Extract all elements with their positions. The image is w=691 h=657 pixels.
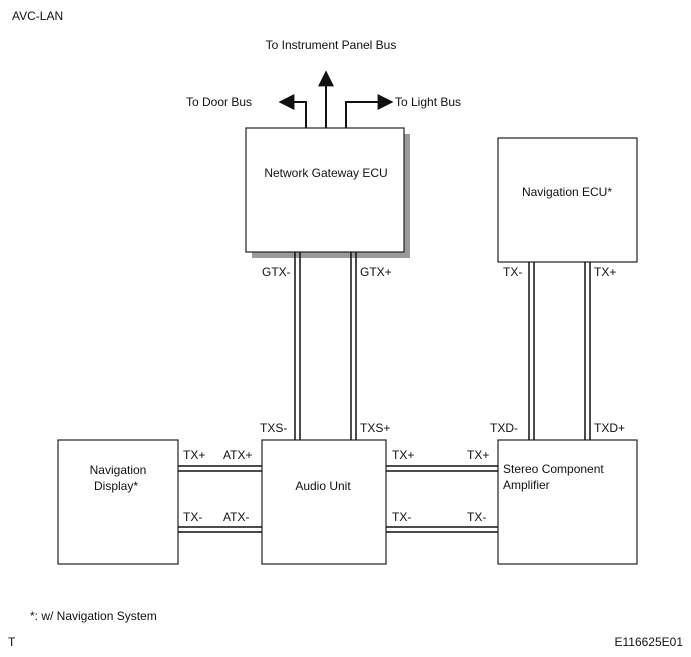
navigation-display-label-2: Display*: [94, 479, 138, 493]
terminal-txd-minus: TXD-: [490, 421, 518, 435]
audio-unit-label: Audio Unit: [295, 479, 351, 493]
terminal-nav-tx-plus: TX+: [594, 265, 616, 279]
navigation-ecu-label: Navigation ECU*: [522, 185, 612, 199]
amplifier-label-1: Stereo Component: [503, 462, 604, 476]
light-bus-label: To Light Bus: [395, 95, 461, 109]
wire-disp-tx-plus-atx-plus: [178, 465, 262, 472]
diagram-title: AVC-LAN: [12, 9, 63, 23]
amplifier-label-2: Amplifier: [503, 478, 550, 492]
wires: [178, 252, 591, 533]
terminal-nav-tx-minus: TX-: [503, 265, 522, 279]
figure-id: E116625E01: [614, 635, 683, 649]
navigation-display: [57, 439, 179, 565]
door-bus-arrow: [278, 94, 307, 128]
terminal-amp-tx-plus: TX+: [467, 448, 489, 462]
navigation-ecu: [497, 137, 638, 263]
terminal-amp-tx-minus: TX-: [467, 510, 486, 524]
wire-disp-tx-minus-atx-minus: [178, 526, 262, 533]
wire-audio-tx-plus-amp-tx-plus: [386, 465, 498, 472]
terminal-gtx-minus: GTX-: [262, 265, 291, 279]
terminal-audio-tx-plus: TX+: [392, 448, 414, 462]
wire-audio-tx-minus-amp-tx-minus: [386, 526, 498, 533]
door-bus-label: To Door Bus: [186, 95, 252, 109]
footnote: *: w/ Navigation System: [30, 609, 157, 623]
instrument-panel-bus-label: To Instrument Panel Bus: [266, 38, 397, 52]
corner-mark: T: [8, 635, 16, 649]
terminal-atx-minus: ATX-: [223, 510, 249, 524]
terminal-gtx-plus: GTX+: [360, 265, 392, 279]
stereo-component-amplifier: [497, 439, 638, 565]
terminal-disp-tx-plus: TX+: [183, 448, 205, 462]
wire-gtx-plus-txs-plus: [350, 252, 357, 440]
navigation-display-label-1: Navigation: [90, 463, 147, 477]
wire-gtx-minus-txs-minus: [294, 252, 301, 440]
terminal-disp-tx-minus: TX-: [183, 510, 202, 524]
terminal-txs-minus: TXS-: [260, 421, 287, 435]
audio-unit: [261, 439, 387, 565]
gateway-label: Network Gateway ECU: [264, 166, 387, 180]
terminal-txs-plus: TXS+: [360, 421, 390, 435]
wire-nav-tx-plus-txd-plus: [584, 262, 591, 440]
light-bus-arrow: [345, 94, 394, 128]
bus-arrows: [278, 70, 394, 128]
terminal-atx-plus: ATX+: [223, 448, 252, 462]
terminal-txd-plus: TXD+: [594, 421, 625, 435]
network-gateway-ecu: [245, 127, 410, 258]
wire-nav-tx-minus-txd-minus: [528, 262, 535, 440]
terminal-audio-tx-minus: TX-: [392, 510, 411, 524]
